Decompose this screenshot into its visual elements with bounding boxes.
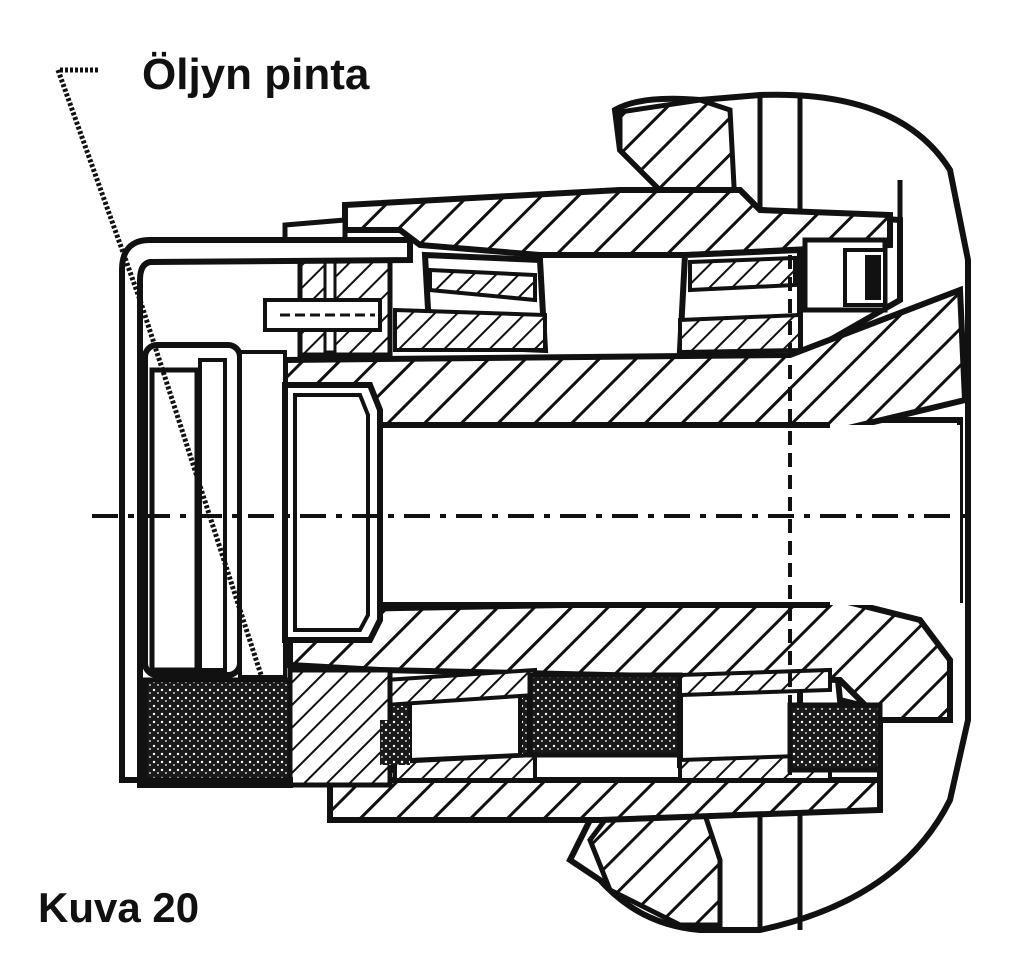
bearing-outer-lower: [677, 667, 883, 782]
wheel-flange: [566, 91, 971, 933]
spindle-nut-lower: [287, 667, 410, 788]
oil-level-leader-line: [54, 67, 265, 679]
hub-lower: [327, 777, 883, 823]
oil-level-label: Öljyn pinta: [142, 50, 370, 99]
bearing-inner-upper: [393, 251, 549, 354]
seal-upper: [802, 180, 903, 313]
spindle-end-plug: [282, 382, 383, 643]
oil-between-bearings: [527, 672, 683, 758]
bearing-inner-lower: [381, 667, 537, 782]
bearing-outer-upper: [676, 246, 803, 355]
figure-caption: Kuva 20: [38, 884, 200, 931]
